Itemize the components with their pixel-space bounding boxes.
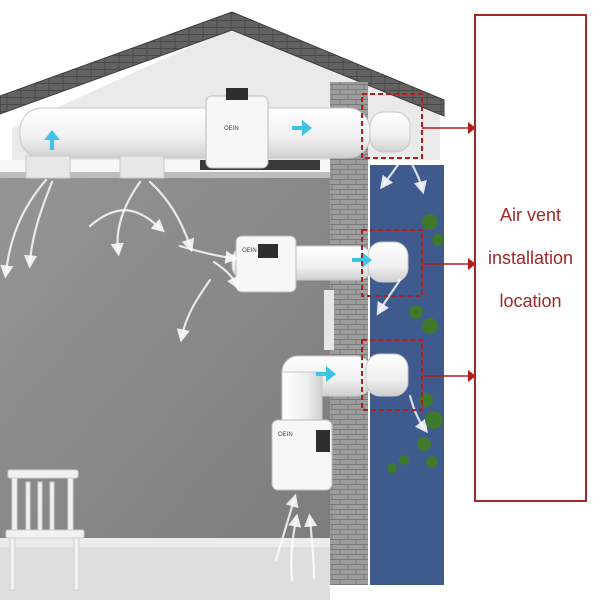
brick-column: [330, 82, 368, 585]
roof: [0, 11, 445, 117]
fan-unit-1: [205, 95, 269, 169]
middle-duct: OEIN: [231, 235, 409, 350]
attic-duct: OEIN: [19, 88, 411, 179]
ceiling-shadow: [0, 172, 330, 178]
callout-line-1: Air vent: [499, 204, 562, 225]
vent-marker-boxes: [361, 93, 423, 411]
cyan-arrow-icon: [44, 120, 372, 382]
fan-unit-2: [235, 235, 297, 293]
callout-box: Air vent installation location: [474, 14, 587, 502]
fan-brand-3: OEIN: [278, 432, 293, 438]
baseboard: [0, 538, 330, 547]
chair: [5, 469, 85, 591]
fan-brand-1: OEIN: [224, 126, 239, 132]
curved-airflow-arrow-icon: [0, 154, 428, 582]
callout-line-3: location: [499, 290, 562, 311]
floor: [0, 545, 330, 600]
foliage: [387, 214, 444, 473]
callout-line-2: installation: [487, 247, 574, 268]
vent-marker-1: [361, 93, 423, 159]
vent-marker-2: [361, 229, 423, 297]
fan-brand-2: OEIN: [242, 248, 257, 254]
vent-marker-3: [361, 339, 423, 411]
connector-arrows: [422, 122, 476, 382]
